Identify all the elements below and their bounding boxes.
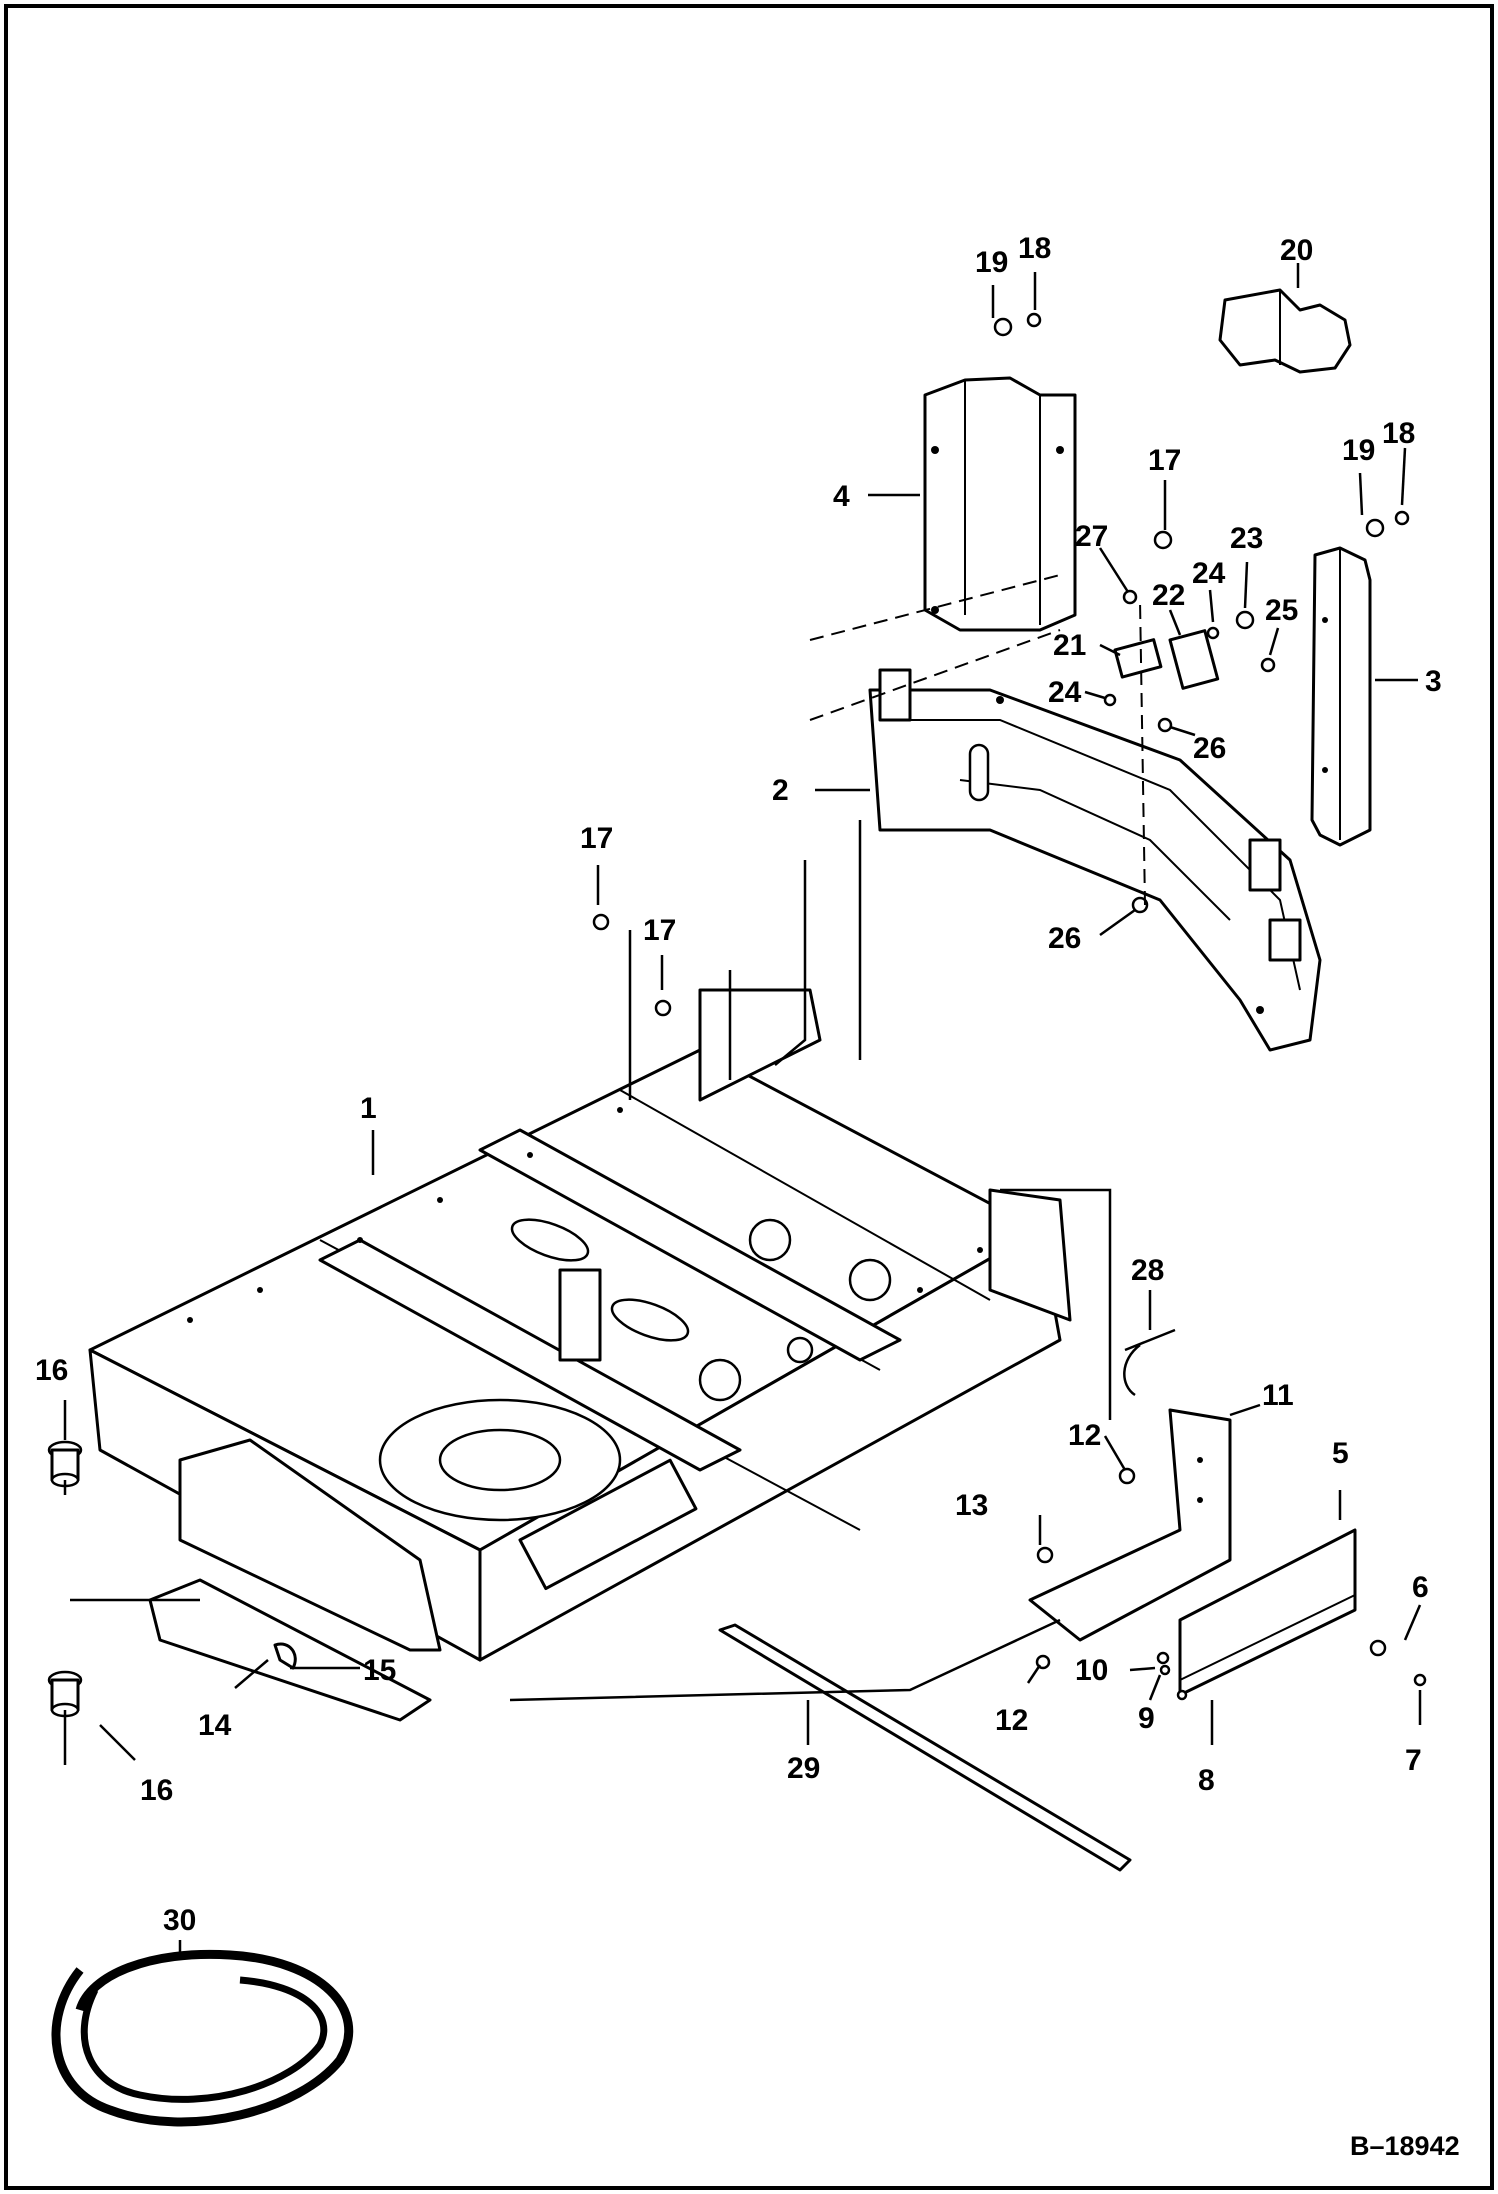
panel-5-drawing <box>1178 1528 1357 1697</box>
callout-18b: 18 <box>1382 417 1415 450</box>
callout-24a: 24 <box>1192 557 1226 590</box>
callout-26b: 26 <box>1048 922 1081 955</box>
callout-17c: 17 <box>1148 444 1181 477</box>
callout-2: 2 <box>772 774 789 807</box>
strip-29-drawing <box>718 1623 1132 1872</box>
callout-24b: 24 <box>1048 676 1082 709</box>
panel-11-drawing <box>1028 1408 1232 1642</box>
callout-15: 15 <box>363 1654 396 1687</box>
drawing-number: B–18942 <box>1350 2131 1460 2161</box>
callout-28: 28 <box>1131 1254 1164 1287</box>
callout-17b: 17 <box>643 914 676 947</box>
callout-18a: 18 <box>1018 232 1051 265</box>
assembly-lines <box>63 574 1146 1765</box>
callout-4: 4 <box>833 480 850 513</box>
cover-4-drawing <box>923 376 1077 632</box>
latch-22-drawing <box>1168 629 1220 690</box>
pin-28-drawing <box>1123 1328 1176 1397</box>
callout-29: 29 <box>787 1752 820 1785</box>
callout-20: 20 <box>1280 234 1313 267</box>
callout-30: 30 <box>163 1904 196 1937</box>
callout-10: 10 <box>1075 1654 1108 1687</box>
callout-16b: 16 <box>140 1774 173 1807</box>
callout-13: 13 <box>955 1489 988 1522</box>
callout-5: 5 <box>1332 1437 1349 1470</box>
block-20-drawing <box>1218 288 1352 374</box>
counterweight-drawing <box>868 668 1322 1052</box>
callout-11: 11 <box>1262 1379 1294 1412</box>
callout-17a: 17 <box>580 822 613 855</box>
callout-1: 1 <box>360 1092 377 1125</box>
callout-16a: 16 <box>35 1354 68 1387</box>
fasteners-drawing <box>592 312 1427 1701</box>
callout-25: 25 <box>1265 594 1298 627</box>
cover-3-drawing <box>1310 546 1372 847</box>
callout-22: 22 <box>1152 579 1185 612</box>
callout-labels: 1 2 3 4 5 6 7 8 9 10 11 12 12 13 14 15 1… <box>35 232 1460 2161</box>
latch-21-drawing <box>1113 638 1163 679</box>
callout-12a: 12 <box>1068 1419 1101 1452</box>
callout-23: 23 <box>1230 522 1263 555</box>
bushing-16-bottom-drawing <box>47 1670 83 1718</box>
callout-9: 9 <box>1138 1702 1155 1735</box>
leader-lines <box>63 263 1422 1960</box>
callout-3: 3 <box>1425 665 1442 698</box>
callout-7: 7 <box>1405 1744 1422 1777</box>
callout-8: 8 <box>1198 1764 1215 1797</box>
callout-19b: 19 <box>1342 434 1375 467</box>
callout-12b: 12 <box>995 1704 1028 1737</box>
bushing-16-top-drawing <box>47 1440 83 1488</box>
callout-27: 27 <box>1075 520 1108 553</box>
callout-26a: 26 <box>1193 732 1226 765</box>
seal-30-drawing <box>51 1949 354 2127</box>
callout-6: 6 <box>1412 1571 1429 1604</box>
callout-21: 21 <box>1053 629 1086 662</box>
sheet-border <box>4 4 1494 2190</box>
callout-19a: 19 <box>975 246 1008 279</box>
main-frame-drawing <box>88 988 1072 1722</box>
callout-14: 14 <box>198 1709 232 1742</box>
